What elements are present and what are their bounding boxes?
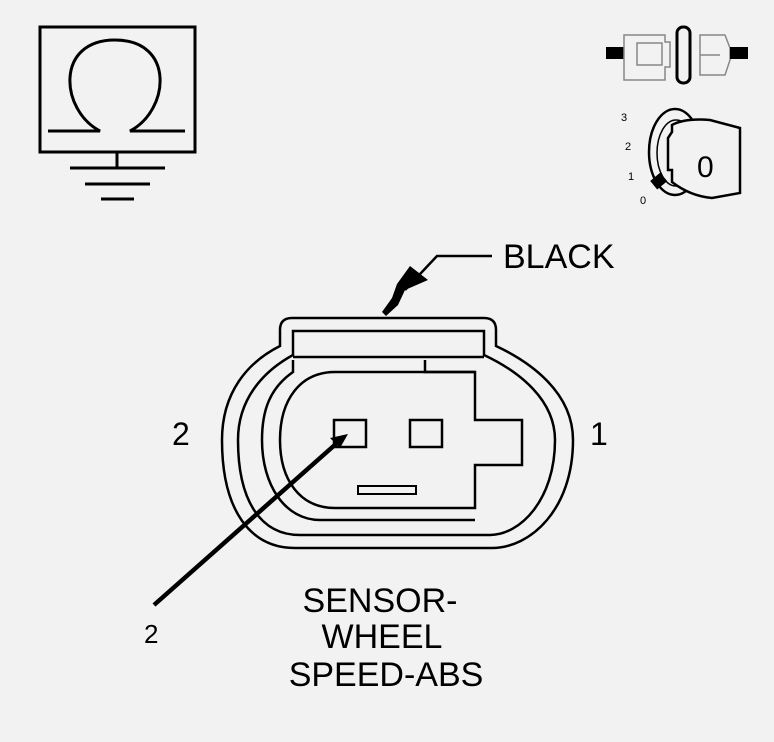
connector-color-label: BLACK [503, 238, 615, 276]
ohm-ground-icon [38, 25, 197, 201]
key-position-0: 0 [640, 195, 646, 207]
pin-callout-arrow [152, 434, 348, 607]
connector-face [220, 316, 575, 550]
key-position-3: 3 [621, 112, 627, 124]
pin-number-left: 2 [172, 416, 190, 452]
connector-name-line-3: SPEED-ABS [289, 656, 484, 694]
connector-name-line-1: SENSOR- [303, 582, 458, 620]
color-callout: BLACK [382, 238, 615, 316]
pin-number-right: 1 [590, 416, 608, 452]
connector-disconnect-icon [606, 25, 748, 85]
key-position-1: 1 [628, 171, 634, 183]
connector-name-line-2: WHEEL [322, 618, 443, 656]
ignition-key-icon: 3 2 1 0 0 [621, 107, 742, 207]
callout-number: 2 [144, 619, 158, 649]
key-position-2: 2 [625, 141, 631, 153]
key-label: 0 [697, 151, 714, 184]
